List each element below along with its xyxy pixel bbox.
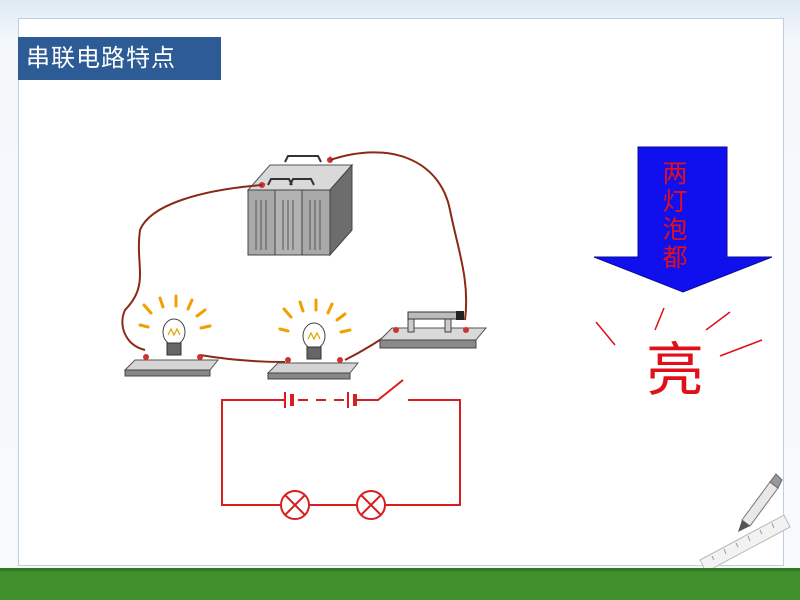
knife-switch-icon [378, 311, 488, 349]
lamp-symbol-icon [280, 490, 310, 520]
light-bulb-icon [266, 298, 360, 380]
pencil-icon [738, 473, 783, 532]
circuit-schematic [221, 379, 461, 506]
footer-bar [0, 568, 800, 600]
arrow-caption: 两灯泡都 [662, 159, 688, 272]
emphasis-lines [595, 307, 763, 357]
content-panel [18, 18, 784, 566]
lamp-symbol-icon [356, 490, 386, 520]
svg-text:−: − [258, 179, 266, 190]
result-text: 亮 [645, 336, 704, 404]
slide-title: 串联电路特点 [18, 37, 221, 80]
light-bulb-icon [123, 294, 220, 377]
down-arrow-icon [593, 146, 773, 293]
connecting-wires [121, 151, 468, 363]
battery-pack-icon: − + [246, 154, 354, 257]
